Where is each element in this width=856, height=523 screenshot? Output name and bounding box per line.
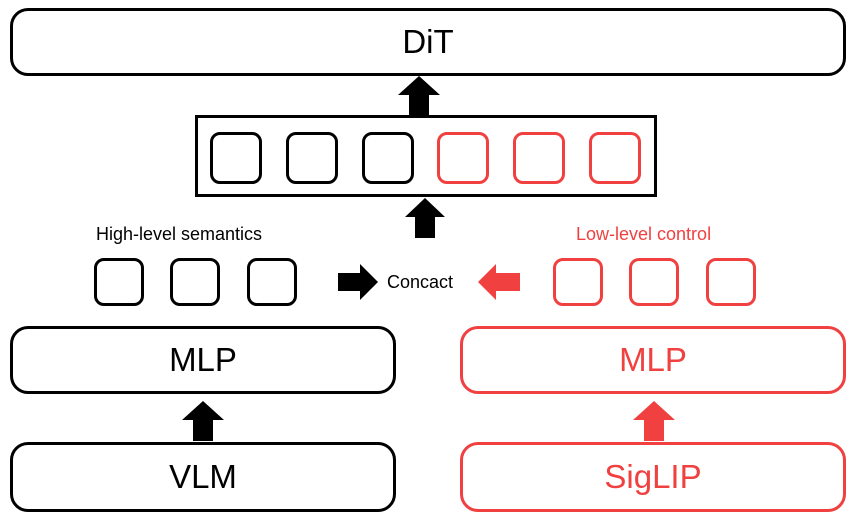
high-level-token-2 [170,258,220,306]
concact-label: Concact [387,272,454,292]
mlp-right-label: MLP [619,341,687,378]
low-level-token-3 [706,258,756,306]
low-level-control-label: Low-level control [576,224,712,244]
vlm-block: VLM [10,442,396,512]
dit-block: DiT [10,8,846,76]
arrow-up-siglip-to-mlp-icon [633,401,675,441]
mlp-right-block: MLP [460,326,846,394]
token-high-level-3 [362,132,414,184]
low-level-token-2 [629,258,679,306]
arrow-up-to-dit-icon [398,76,440,116]
low-level-token-1 [553,258,603,306]
arrow-left-to-concact-icon [478,264,520,300]
siglip-label: SigLIP [604,458,702,495]
vlm-label: VLM [169,458,237,495]
mlp-left-label: MLP [169,341,237,378]
arrow-right-to-concact-icon [338,264,378,300]
token-high-level-2 [286,132,338,184]
token-low-level-2 [513,132,565,184]
token-low-level-1 [437,132,489,184]
arrow-up-to-frame-icon [405,198,445,238]
high-level-token-3 [247,258,297,306]
token-high-level-1 [210,132,262,184]
high-level-token-1 [94,258,144,306]
high-level-semantics-label: High-level semantics [96,224,263,244]
mlp-left-block: MLP [10,326,396,394]
token-low-level-3 [589,132,641,184]
concatenated-token-frame [195,115,657,197]
dit-label: DiT [402,23,454,60]
arrow-up-vlm-to-mlp-icon [182,401,224,441]
siglip-block: SigLIP [460,442,846,512]
